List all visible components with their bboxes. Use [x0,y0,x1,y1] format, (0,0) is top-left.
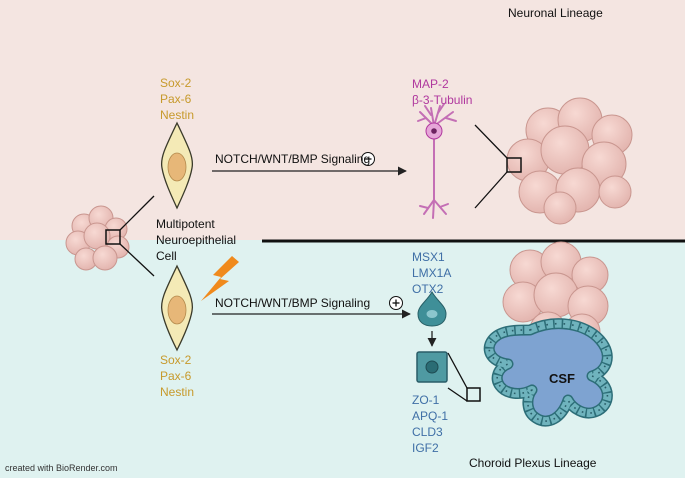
marker-label: ZO-1 [412,393,440,407]
neuronal-lineage-title: Neuronal Lineage [508,6,603,20]
organoid-icon [65,205,130,271]
progenitor-cell-icon [160,121,194,210]
progenitor-label-line: Neuroepithelial [156,233,237,247]
marker-label: CLD3 [412,425,443,439]
choroid-cell-icon [416,351,448,383]
progenitor-label-line: Cell [156,249,177,263]
progenitor-markers-top: Sox-2 Pax-6 Nestin [160,75,194,123]
lightning-icon [201,256,239,301]
organoid-icon [506,97,633,225]
marker-label: Sox-2 [160,353,192,367]
progenitor-cell-icon [160,264,194,352]
zoom-box-organoid [105,229,121,245]
zoom-box-choroid [466,387,481,402]
progenitor-markers-bottom: Sox-2 Pax-6 Nestin [160,352,194,400]
marker-label: Nestin [160,385,195,399]
zoom-box-neuronal [506,157,522,173]
choroid-plexus-icon [483,318,613,427]
choroid-late-markers: ZO-1 APQ-1 CLD3 IGF2 [412,392,448,456]
marker-label: β-3-Tubulin [412,93,473,107]
progenitor-label: Multipotent Neuroepithelial Cell [156,216,236,264]
signaling-label-top: NOTCH/WNT/BMP Signaling [215,152,371,166]
choroid-cell-icon [417,291,447,327]
progenitor-label-line: Multipotent [156,217,215,231]
marker-label: OTX2 [412,282,444,296]
marker-label: Nestin [160,108,195,122]
marker-label: MSX1 [412,250,445,264]
marker-label: APQ-1 [412,409,449,423]
marker-label: LMX1A [412,266,452,280]
credit-text: created with BioRender.com [5,463,118,473]
neuron-markers: MAP-2 β-3-Tubulin [412,76,472,108]
marker-label: MAP-2 [412,77,449,91]
marker-label: IGF2 [412,441,439,455]
choroid-lineage-title: Choroid Plexus Lineage [469,456,597,470]
choroid-early-markers: MSX1 LMX1A OTX2 [412,249,451,297]
marker-label: Pax-6 [160,92,192,106]
signaling-label-bottom: NOTCH/WNT/BMP Signaling [215,296,371,310]
csf-label: CSF [549,371,575,386]
marker-label: Sox-2 [160,76,192,90]
marker-label: Pax-6 [160,369,192,383]
